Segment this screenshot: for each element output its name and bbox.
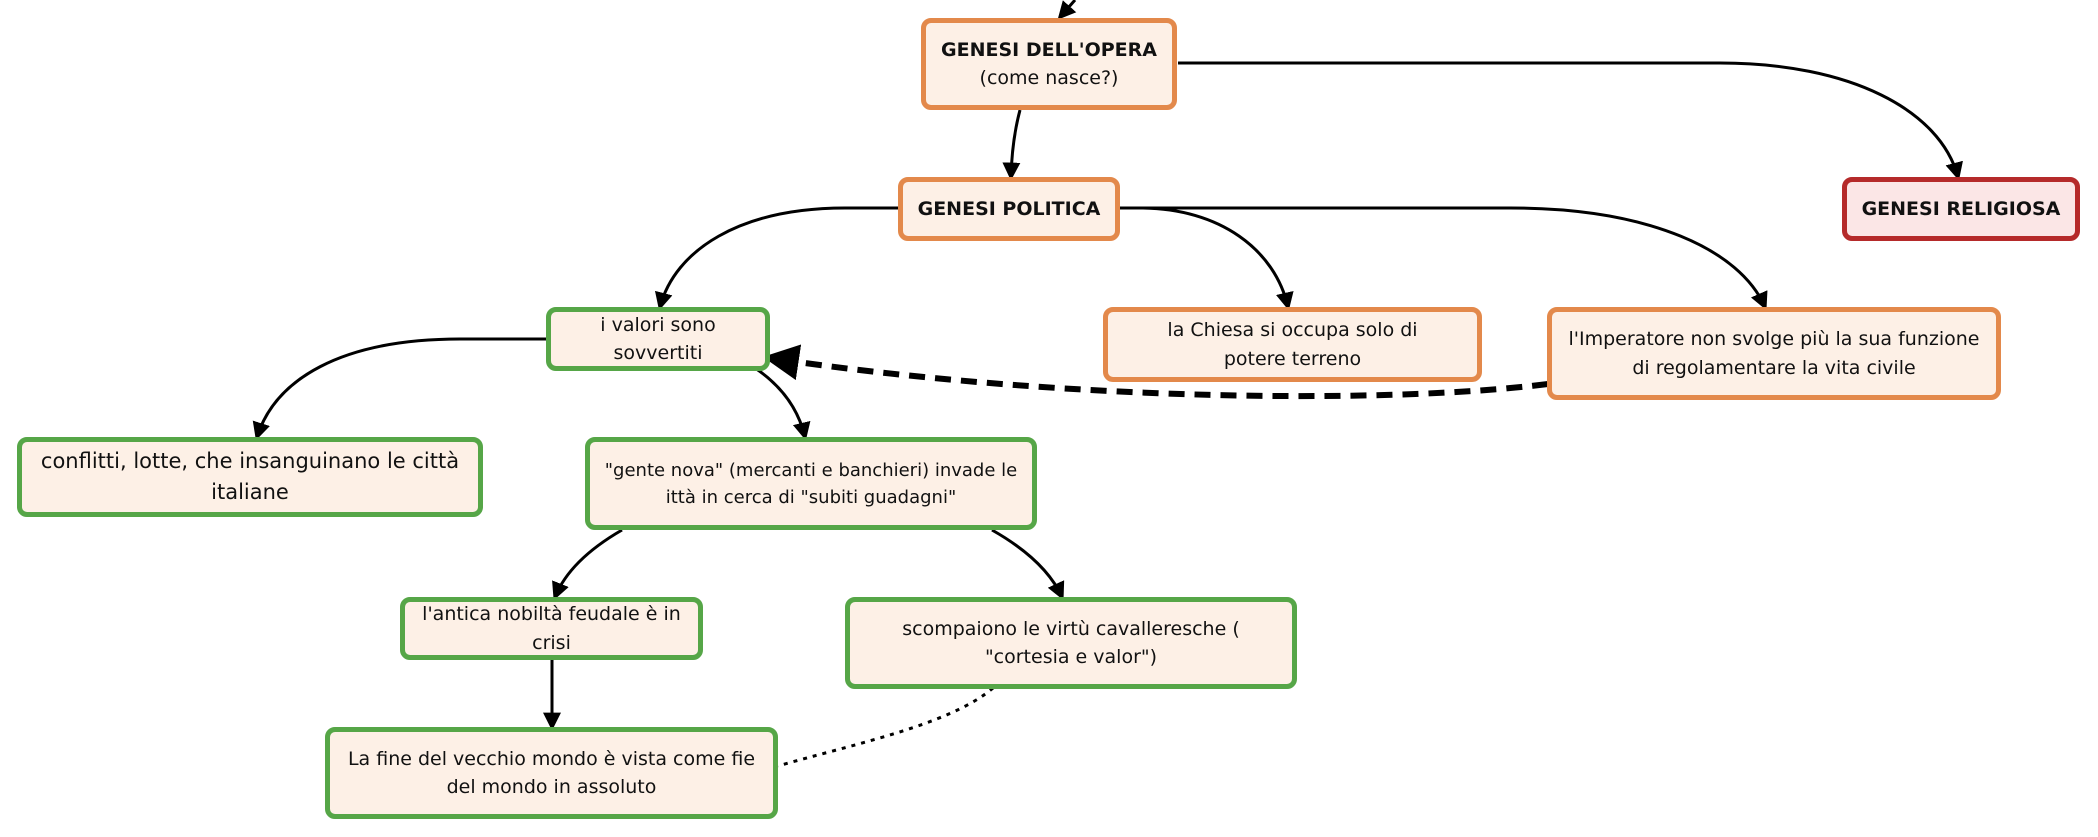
edge-valori-to-conflitti [252,337,548,441]
edge-opera-to-religiosa [1178,61,1963,181]
node-chiesa[interactable]: la Chiesa si occupa solo di potere terre… [1103,307,1482,382]
edge-top-to-genesi-opera [1057,0,1077,20]
node-nobilta[interactable]: l'antica nobiltà feudale è in crisi [400,597,703,660]
edge-gentenova-to-nobilta [552,528,623,601]
node-genesi-opera[interactable]: GENESI DELL'OPERA (come nasce?) [921,18,1177,110]
edge-opera-to-politica [1002,109,1022,181]
node-genesi-opera-subtitle: (come nasce?) [979,67,1119,89]
node-conflitti[interactable]: conflitti, lotte, che insanguinano le ci… [17,437,483,517]
node-genesi-politica[interactable]: GENESI POLITICA [898,177,1120,241]
node-nobilta-label: l'antica nobiltà feudale è in crisi [422,603,681,654]
node-fine-label: La fine del vecchio mondo è vista come f… [347,747,756,799]
node-genesi-politica-label: GENESI POLITICA [917,197,1101,220]
edge-imperatore-to-valori-dashed [762,344,1549,400]
node-conflitti-label: conflitti, lotte, che insanguinano le ci… [40,448,460,505]
node-valori-label: i valori sono sovvertiti [600,313,716,365]
node-imperatore[interactable]: l'Imperatore non svolge più la sua funzi… [1547,307,2001,400]
node-gente-nova[interactable]: "gente nova" (mercanti e banchieri) inva… [585,437,1037,530]
edge-virtu-to-fine-dotted [777,686,994,768]
node-genesi-religiosa[interactable]: GENESI RELIGIOSA [1842,177,2080,241]
edge-politica-to-valori [654,206,900,311]
node-gente-nova-label: "gente nova" (mercanti e banchieri) inva… [604,459,1018,508]
node-genesi-religiosa-label: GENESI RELIGIOSA [1861,197,2061,220]
node-virtu-label: scompaiono le virtù cavalleresche ( "cor… [902,617,1240,669]
edge-politica-to-chiesa [1118,206,1294,311]
node-genesi-opera-title: GENESI DELL'OPERA [941,38,1157,61]
node-fine[interactable]: La fine del vecchio mondo è vista come f… [325,727,778,819]
edge-valori-to-gentenova [754,366,811,441]
node-valori[interactable]: i valori sono sovvertiti [546,307,770,371]
node-imperatore-label: l'Imperatore non svolge più la sua funzi… [1568,328,1980,379]
node-chiesa-label: la Chiesa si occupa solo di potere terre… [1167,319,1418,370]
edge-politica-to-imperatore [1118,206,1768,311]
edge-gentenova-to-virtu [991,528,1065,601]
node-virtu[interactable]: scompaiono le virtù cavalleresche ( "cor… [845,597,1297,689]
